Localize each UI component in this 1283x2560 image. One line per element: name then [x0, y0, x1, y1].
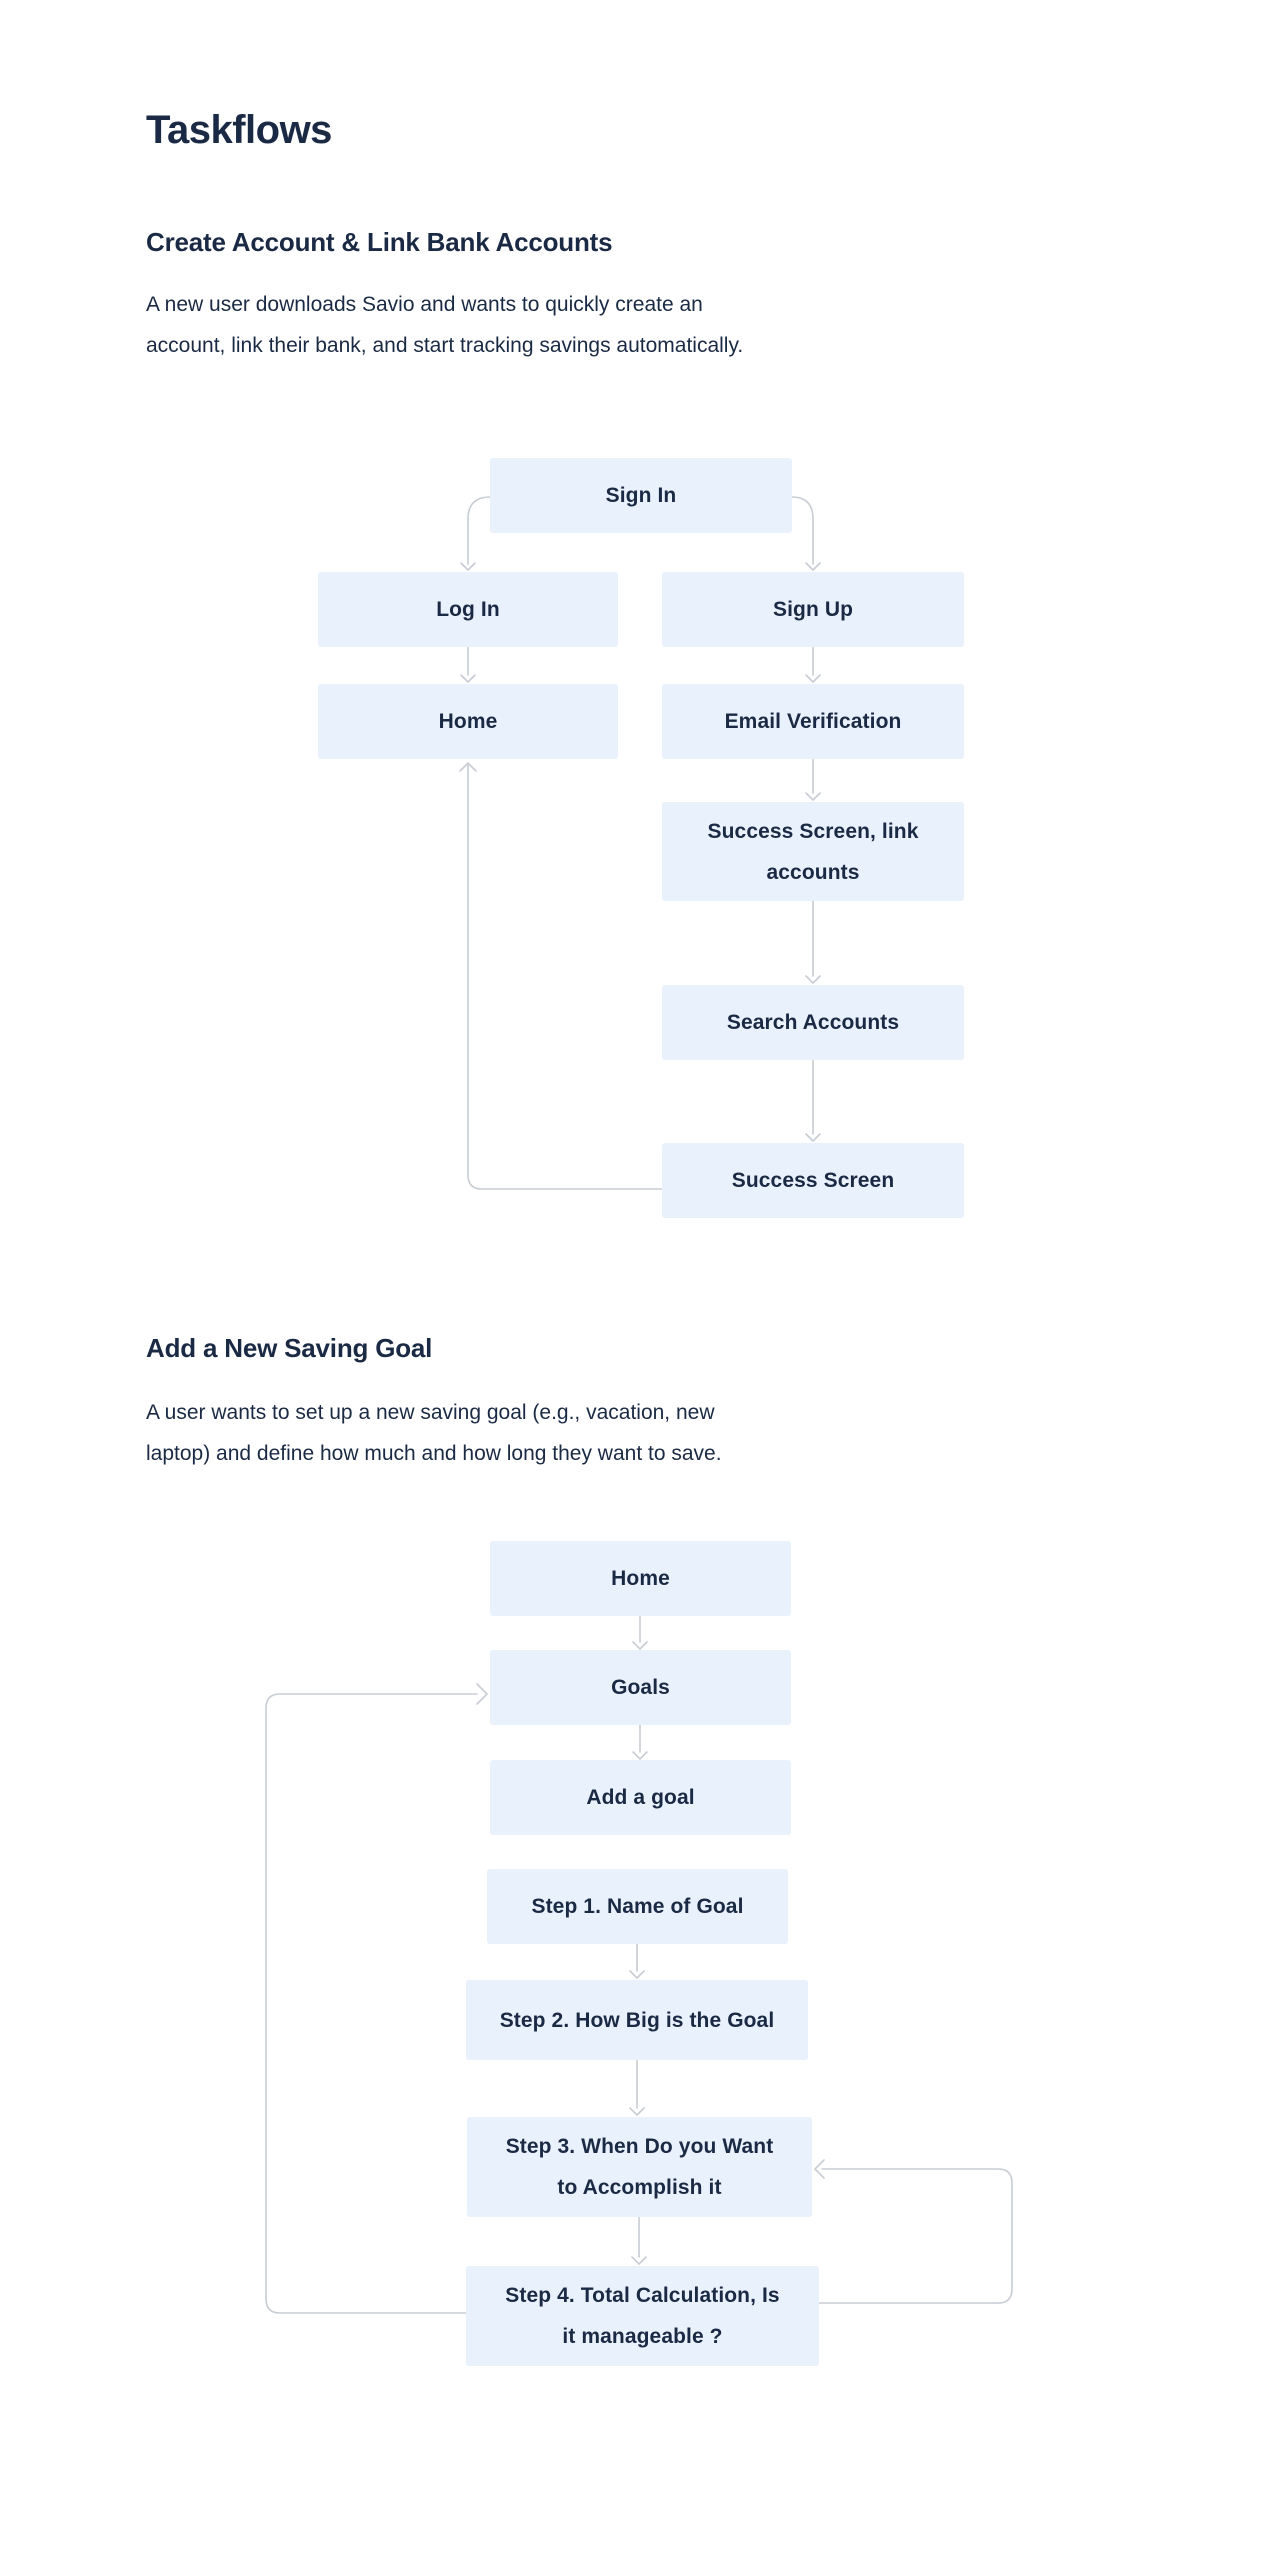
flow-node-step-3: Step 3. When Do you Want to Accomplish i…: [467, 2117, 812, 2217]
edge-step-3-to-step-4: [631, 2216, 647, 2265]
description-line: account, link their bank, and start trac…: [146, 334, 744, 357]
flow-node-goals: Goals: [490, 1650, 791, 1725]
flow-node-step-4: Step 4. Total Calculation, Is it managea…: [466, 2266, 819, 2366]
edge-step-4-to-goals-loop: [265, 1683, 488, 2314]
flow-node-search-accounts: Search Accounts: [662, 985, 964, 1060]
edge-email-verification-to-success-link: [805, 758, 821, 801]
edge-search-accounts-to-success-screen: [805, 1059, 821, 1142]
edge-sign-in-to-sign-up: [791, 496, 821, 571]
edge-sign-in-to-log-in: [460, 496, 491, 571]
flow-node-email-verification: Email Verification: [662, 684, 964, 759]
flow-node-step-2: Step 2. How Big is the Goal: [466, 1980, 808, 2060]
section-1-heading: Create Account & Link Bank Accounts: [146, 227, 613, 257]
edge-log-in-to-home: [460, 646, 476, 683]
flow-node-step-1: Step 1. Name of Goal: [487, 1869, 788, 1944]
flow-node-success-screen-link-accounts: Success Screen, link accounts: [662, 802, 964, 901]
description-line: A new user downloads Savio and wants to …: [146, 293, 703, 316]
edge-step-1-to-step-2: [629, 1943, 645, 1979]
edge-sign-up-to-email-verification: [805, 646, 821, 683]
flow-node-home: Home: [318, 684, 618, 759]
section-1-description: A new user downloads Savio and wants to …: [146, 284, 743, 366]
edge-success-screen-to-home-loop: [459, 762, 663, 1190]
section-2-heading: Add a New Saving Goal: [146, 1333, 433, 1363]
description-line: laptop) and define how much and how long…: [146, 1442, 722, 1465]
flow-node-log-in: Log In: [318, 572, 618, 647]
edge-step-4-to-step-3-loop: [814, 2159, 1013, 2304]
edge-step-2-to-step-3: [629, 2059, 645, 2116]
edge-home-to-goals: [632, 1615, 648, 1650]
description-line: A user wants to set up a new saving goal…: [146, 1401, 715, 1424]
edge-success-link-to-search-accounts: [805, 900, 821, 984]
section-2-description: A user wants to set up a new saving goal…: [146, 1392, 722, 1474]
flow-node-sign-in: Sign In: [490, 458, 792, 533]
flow-node-sign-up: Sign Up: [662, 572, 964, 647]
flow-node-success-screen: Success Screen: [662, 1143, 964, 1218]
page-title: Taskflows: [146, 108, 332, 152]
edge-goals-to-add-a-goal: [632, 1724, 648, 1760]
flow-node-home-2: Home: [490, 1541, 791, 1616]
flow-node-add-a-goal: Add a goal: [490, 1760, 791, 1835]
